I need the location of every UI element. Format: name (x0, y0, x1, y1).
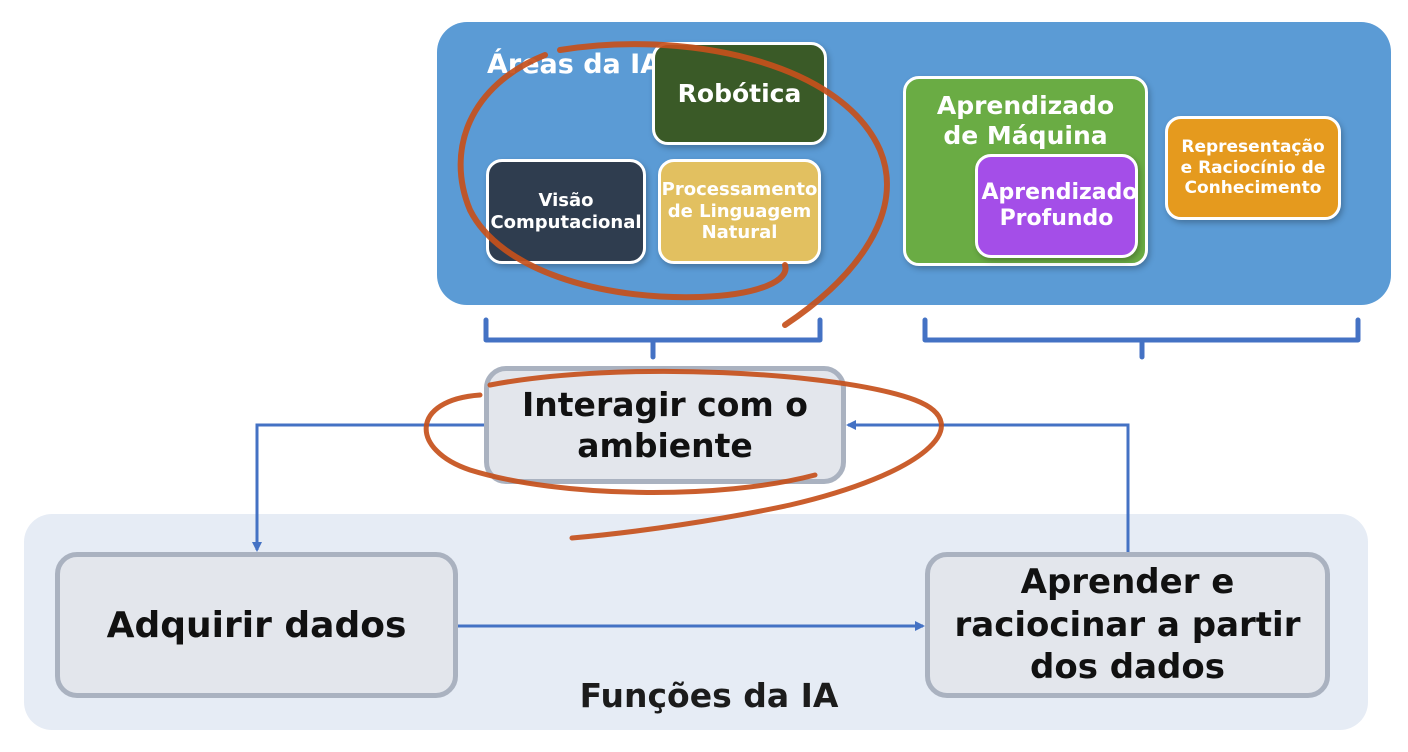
areas-title: Áreas da IA (487, 49, 662, 80)
area-robotica-label: Robótica (677, 78, 802, 108)
area-representacao-conhecimento: Representação e Raciocínio de Conhecimen… (1165, 116, 1341, 220)
funcao-interagir-label: Interagir com o ambiente (522, 384, 808, 465)
funcoes-title: Funções da IA (579, 676, 839, 715)
bracket-right (922, 317, 1361, 360)
area-robotica: Robótica (652, 42, 827, 145)
area-processamento-linguagem-natural: Processamento de Linguagem Natural (658, 159, 821, 264)
area-aprendizado-profundo: Aprendizado Profundo (975, 154, 1138, 258)
funcao-adquirir: Adquirir dados (55, 552, 458, 698)
funcao-aprender-label: Aprender e raciocinar a partir dos dados (954, 562, 1301, 688)
area-visao-computacional: Visão Computacional (486, 159, 646, 264)
area-aprendizado-de-maquina-label: Aprendizado de Máquina (936, 91, 1115, 150)
area-pln-label: Processamento de Linguagem Natural (661, 179, 818, 244)
area-aprendizado-profundo-label: Aprendizado Profundo (981, 179, 1138, 231)
funcao-interagir: Interagir com o ambiente (484, 366, 846, 484)
area-visao-computacional-label: Visão Computacional (490, 189, 642, 233)
funcao-adquirir-label: Adquirir dados (106, 604, 407, 646)
area-representacao-conhecimento-label: Representação e Raciocínio de Conhecimen… (1180, 137, 1326, 199)
bracket-left (483, 317, 823, 360)
funcao-aprender: Aprender e raciocinar a partir dos dados (925, 552, 1330, 698)
